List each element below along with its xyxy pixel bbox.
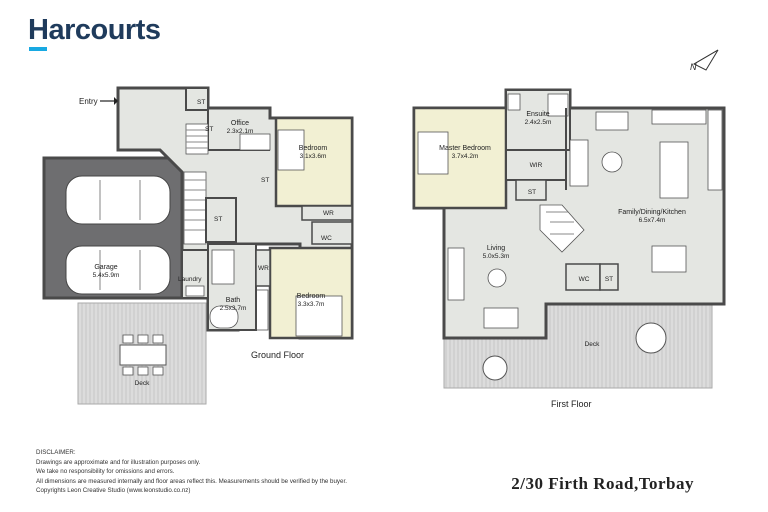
ensuite-dims: 2.4x2.5m <box>525 119 552 126</box>
bath-name: Bath <box>226 297 241 304</box>
master-bedroom-name: Master Bedroom <box>439 145 491 152</box>
logo-accent-bar <box>29 47 47 51</box>
ground-floor-plan: Entry ST ST Office 2.3x2.1m Bedroom 3.1x… <box>42 86 354 405</box>
ground-wc-label: WC <box>321 235 332 242</box>
property-address: 2/30 Firth Road,Torbay <box>511 474 694 493</box>
disclaimer-line: All dimensions are measured internally a… <box>36 477 347 485</box>
ground-st-label-4: ST <box>214 216 222 223</box>
ground-st-label-2: ST <box>205 126 213 133</box>
first-wir-label: WIR <box>530 162 543 169</box>
ground-st-label-3: ST <box>261 177 269 184</box>
family-name: Family/Dining/Kitchen <box>618 209 686 216</box>
ensuite-name: Ensuite <box>526 111 549 118</box>
bath-dims: 2.5x3.7m <box>220 305 247 312</box>
living-dims: 5.0x5.3m <box>483 253 510 260</box>
disclaimer-line: Copyrights Leon Creative Studio (www.leo… <box>36 487 191 495</box>
car-bottom <box>65 245 171 295</box>
ground-st-label-1: ST <box>197 99 205 106</box>
first-st-label-2: ST <box>605 276 613 283</box>
bedroom1-name: Bedroom <box>299 145 328 152</box>
harcourts-logo: Harcourts <box>28 14 161 46</box>
entry-label: Entry <box>79 97 98 106</box>
first-floor-label: First Floor <box>551 399 592 409</box>
ground-deck-table <box>119 344 167 366</box>
kitchen-island <box>659 141 689 199</box>
first-deck-label: Deck <box>585 341 601 348</box>
ground-wr-label-1: WR <box>323 210 334 217</box>
family-dims: 6.5x7.4m <box>639 217 666 224</box>
first-st-label-1: ST <box>528 189 536 196</box>
compass-icon: N <box>690 49 719 72</box>
disclaimer-title: DISCLAIMER: <box>36 449 76 456</box>
first-wc-label: WC <box>579 276 590 283</box>
bedroom2-name: Bedroom <box>297 293 326 300</box>
bedroom2-dims: 3.3x3.7m <box>298 301 325 308</box>
ground-wr-label-2: WR <box>258 265 269 272</box>
disclaimer-line: Drawings are approximate and for illustr… <box>36 458 201 466</box>
bedroom1-dims: 3.1x3.6m <box>300 153 327 160</box>
master-bedroom-dims: 3.7x4.2m <box>452 153 479 160</box>
dining-table <box>651 245 687 273</box>
living-name: Living <box>487 245 505 252</box>
laundry-name: Laundry <box>178 276 202 283</box>
disclaimer: DISCLAIMER: Drawings are approximate and… <box>36 448 347 496</box>
office-dims: 2.3x2.1m <box>227 128 254 135</box>
compass-label: N <box>690 62 697 72</box>
ground-deck-label: Deck <box>135 380 151 387</box>
office-name: Office <box>231 120 249 127</box>
garage-dims: 5.4x5.9m <box>93 272 120 279</box>
disclaimer-line: We take no responsibility for omissions … <box>36 468 175 476</box>
ground-floor-label: Ground Floor <box>251 350 305 360</box>
garage-name: Garage <box>94 264 117 271</box>
car-top <box>65 175 171 225</box>
first-floor-plan: Ensuite 2.4x2.5m Master Bedroom 3.7x4.2m… <box>412 88 726 389</box>
entry-arrow-head <box>114 97 118 105</box>
